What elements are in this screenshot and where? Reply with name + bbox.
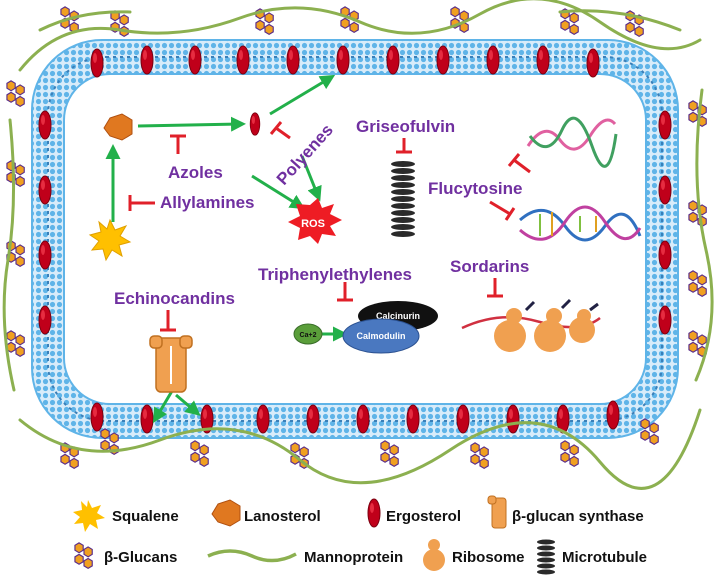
calmodulin-label: Calmodulin — [357, 331, 406, 341]
lanosterol-molecule — [103, 113, 133, 141]
calmodulin-protein: Calmodulin — [342, 318, 420, 354]
legend-microtubule-label: Microtubule — [562, 549, 647, 566]
legend-ergosterol-label: Ergosterol — [386, 508, 461, 525]
legend-microtubule: Microtubule — [537, 539, 647, 575]
legend-lanosterol-label: Lanosterol — [244, 508, 321, 525]
triphenylethylenes-label: Triphenylethylenes — [258, 265, 412, 284]
beta-glucan-synthase — [149, 335, 193, 393]
calcium-label: Ca+2 — [300, 332, 317, 339]
ros-burst: ROS — [288, 198, 342, 244]
flucytosine-label: Flucytosine — [428, 179, 522, 198]
legend-ergosterol: Ergosterol — [367, 498, 461, 528]
legend-squalene-label: Squalene — [112, 508, 179, 525]
squalene-molecule — [88, 218, 132, 262]
legend-glucan-synthase: β-glucan synthase — [487, 495, 644, 529]
inhibition-markers — [128, 121, 531, 332]
legend-mannoprotein: Mannoprotein — [207, 549, 403, 566]
legend-ribosome-label: Ribosome — [452, 549, 525, 566]
ros-label: ROS — [301, 218, 325, 230]
griseofulvin-label: Griseofulvin — [356, 117, 455, 136]
legend-squalene: Squalene — [73, 500, 179, 532]
calcium-ion: Ca+2 — [293, 323, 323, 345]
allylamines-label: Allylamines — [160, 193, 255, 212]
plasma-membrane — [31, 39, 679, 439]
ribosomes-on-mrna — [461, 298, 601, 352]
legend: Squalene Lanosterol Ergosterol β-glucan … — [73, 495, 647, 575]
legend-glucans: β-Glucans — [74, 542, 177, 569]
microtubule — [390, 160, 416, 240]
legend-glucans-label: β-Glucans — [104, 549, 177, 566]
legend-ribosome: Ribosome — [423, 539, 525, 571]
legend-mannoprotein-label: Mannoprotein — [304, 549, 403, 566]
echinocandins-label: Echinocandins — [114, 289, 235, 308]
pathway-ergosterol — [249, 112, 261, 136]
cell-wall-mannoproteins — [2, 0, 714, 490]
pathway-arrows — [105, 74, 348, 424]
sordarins-label: Sordarins — [450, 257, 529, 276]
legend-lanosterol: Lanosterol — [211, 499, 321, 527]
rna-strand — [526, 116, 618, 168]
azoles-label: Azoles — [168, 163, 223, 182]
legend-glucan-synthase-label: β-glucan synthase — [512, 508, 644, 525]
calcinurin-label: Calcinurin — [376, 311, 420, 321]
dna-helix — [519, 205, 642, 242]
